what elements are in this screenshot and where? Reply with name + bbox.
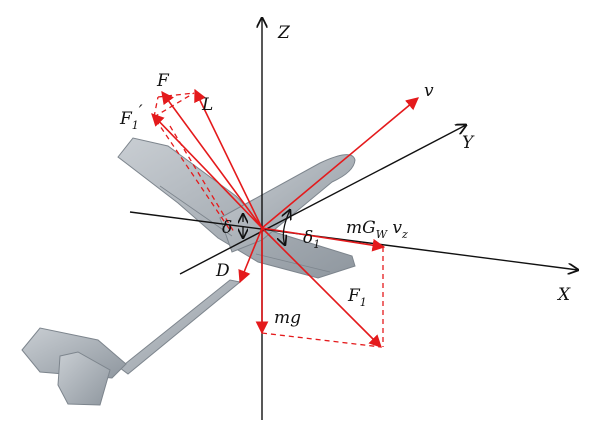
thrust-pre: mG: [346, 218, 376, 238]
aircraft-vertical-tail: [57, 351, 111, 406]
f1-base: F: [347, 286, 361, 306]
force-vectors: [151, 88, 419, 348]
f1-label: F1: [347, 286, 367, 309]
y-axis: [179, 125, 466, 275]
dash-f-to-l: [157, 92, 195, 98]
delta-label: δ: [222, 218, 232, 238]
thrust-sub1: W: [376, 228, 389, 241]
y-axis-label: Y: [462, 133, 475, 153]
delta1-sub: 1: [313, 238, 320, 251]
l-label: L: [201, 95, 213, 115]
x-axis-label: X: [556, 285, 571, 305]
aircraft-tail-boom: [119, 279, 242, 375]
f-label: F: [156, 71, 170, 91]
dash-f1prime-to-f: [153, 96, 159, 118]
velocity-vector: [261, 97, 419, 229]
aircraft-flap-line: [159, 185, 331, 273]
f1-prime-label: F1′: [119, 102, 143, 132]
z-axis-label: Z: [277, 23, 291, 43]
delta1-arc: [283, 210, 290, 245]
f1-vector: [261, 227, 382, 348]
labels: Z Y X v F L F1′ δ δ1 mGW vz D mg F1: [119, 23, 571, 328]
dash-f1prime-to-f-right: [153, 92, 195, 118]
v-label: v: [424, 81, 434, 101]
f1-prime-base: F: [119, 109, 133, 129]
delta1-label: δ1: [303, 228, 320, 251]
f1-sub: 1: [360, 296, 367, 309]
lift-vector: [194, 88, 263, 229]
f1-prime-sub: 1: [132, 119, 139, 132]
d-label: D: [215, 261, 230, 281]
thrust-mid: v: [387, 218, 402, 238]
x-axis: [129, 211, 578, 270]
resultant-f-vector: [161, 90, 263, 229]
f1-prime-vector: [151, 113, 263, 229]
delta1-base: δ: [303, 228, 313, 248]
drag-vector: [238, 227, 263, 284]
angle-markers: [243, 210, 290, 245]
dash-f1prime-down: [155, 119, 231, 231]
aircraft-wing: [117, 137, 356, 279]
thrust-sub2: z: [401, 228, 408, 241]
dash-mg-to-f1: [261, 332, 382, 348]
mg-label: mg: [274, 308, 301, 328]
f1-prime-mark: ′: [139, 102, 143, 122]
coordinate-axes: [129, 18, 578, 420]
thrust-label: mGW vz: [346, 218, 408, 241]
